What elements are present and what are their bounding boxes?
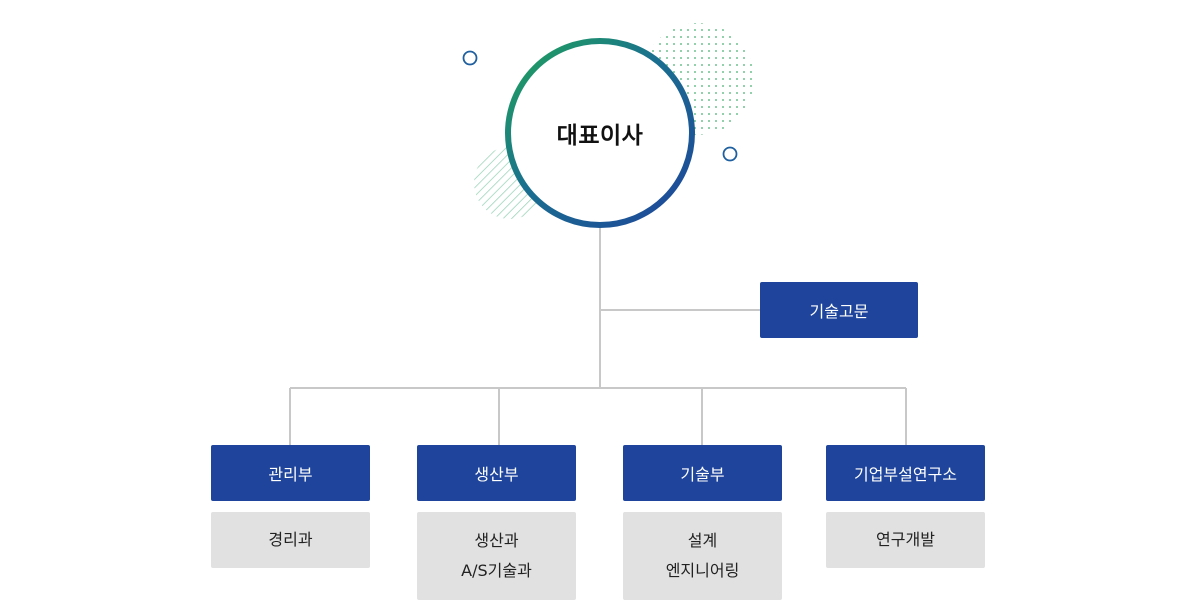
- team-box: 연구개발: [826, 512, 985, 568]
- ceo-label: 대표이사: [556, 123, 644, 149]
- team-box: 생산과 A/S기술과: [417, 512, 576, 600]
- dept-management-box[interactable]: 관리부: [211, 445, 370, 501]
- advisor-box[interactable]: 기술고문: [760, 282, 918, 338]
- connector-lines: [289, 228, 907, 445]
- team-box: 설계 엔지니어링: [623, 512, 782, 600]
- team-box: 경리과: [211, 512, 370, 568]
- team-label: 설계: [687, 531, 718, 550]
- small-ring-decoration: [462, 50, 478, 66]
- team-label: 연구개발: [876, 530, 935, 549]
- dept-technology-box[interactable]: 기술부: [623, 445, 782, 501]
- team-label: 엔지니어링: [665, 561, 740, 580]
- ceo-circle: [505, 38, 695, 228]
- team-label: 경리과: [268, 530, 313, 549]
- small-ring-decoration: [722, 146, 738, 162]
- team-label: A/S기술과: [461, 561, 532, 580]
- team-label: 생산과: [474, 531, 519, 550]
- dept-production-box[interactable]: 생산부: [417, 445, 576, 501]
- dept-research-institute-box[interactable]: 기업부설연구소: [826, 445, 985, 501]
